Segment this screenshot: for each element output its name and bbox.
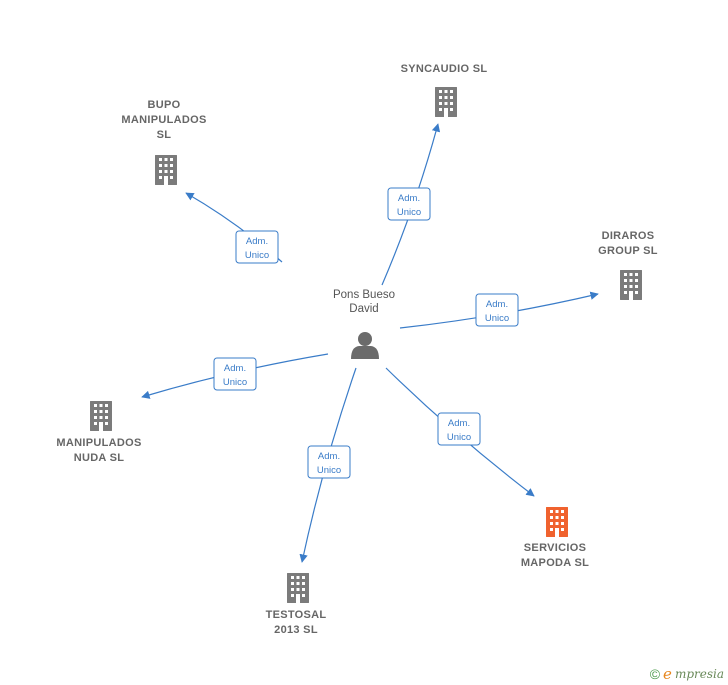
company-name-line: SL (157, 129, 172, 141)
copyright-icon: © (649, 666, 661, 682)
company-name-line: MANIPULADOS (56, 437, 141, 449)
building-icon (155, 155, 177, 185)
role-badge[interactable]: Adm. Unico (235, 230, 279, 264)
role-text: Unico (485, 313, 509, 324)
building-icon (620, 270, 642, 300)
role-badge[interactable]: Adm. Unico (307, 445, 351, 479)
role-text: Unico (245, 250, 269, 261)
role-text: Adm. (448, 418, 470, 429)
role-text: Adm. (246, 236, 268, 247)
company-name-line: NUDA SL (74, 452, 125, 464)
company-node-servicios-mapoda[interactable]: SERVICIOS MAPODA SL (521, 507, 589, 569)
role-badge[interactable]: Adm. Unico (475, 293, 519, 327)
company-node-bupo[interactable]: BUPO MANIPULADOS SL (121, 99, 206, 185)
role-text: Adm. (318, 451, 340, 462)
role-badge[interactable]: Adm. Unico (213, 357, 257, 391)
company-node-diraros[interactable]: DIRAROS GROUP SL (598, 230, 658, 300)
building-icon (435, 87, 457, 117)
company-node-testosal[interactable]: TESTOSAL 2013 SL (266, 573, 327, 636)
company-name-line: 2013 SL (274, 624, 318, 636)
building-icon (287, 573, 309, 603)
building-icon (546, 507, 568, 537)
person-icon (351, 332, 379, 359)
brand-name: mpresia (674, 667, 724, 681)
role-text: Adm. (224, 363, 246, 374)
role-text: Unico (447, 432, 471, 443)
brand-logo-initial: e (663, 665, 672, 683)
role-text: Unico (223, 377, 247, 388)
company-node-syncaudio[interactable]: SYNCAUDIO SL (401, 63, 488, 117)
company-name-line: BUPO (148, 99, 181, 111)
role-text: Adm. (398, 193, 420, 204)
building-icon (90, 401, 112, 431)
role-badge[interactable]: Adm. Unico (437, 412, 481, 446)
company-name-line: MANIPULADOS (121, 114, 206, 126)
role-text: Unico (317, 465, 341, 476)
company-name-line: TESTOSAL (266, 609, 327, 621)
company-name-line: MAPODA SL (521, 557, 589, 569)
role-badge[interactable]: Adm. Unico (387, 187, 431, 221)
company-name-line: GROUP SL (598, 245, 658, 257)
company-name-line: SERVICIOS (524, 542, 586, 554)
role-text: Adm. (486, 299, 508, 310)
company-name-line: DIRAROS (602, 230, 655, 242)
company-name-line: SYNCAUDIO SL (401, 63, 488, 75)
company-node-manipulados-nuda[interactable]: MANIPULADOS NUDA SL (56, 401, 141, 464)
person-name-line: Pons Bueso (333, 289, 395, 301)
person-name-line: David (349, 303, 378, 315)
role-text: Unico (397, 207, 421, 218)
